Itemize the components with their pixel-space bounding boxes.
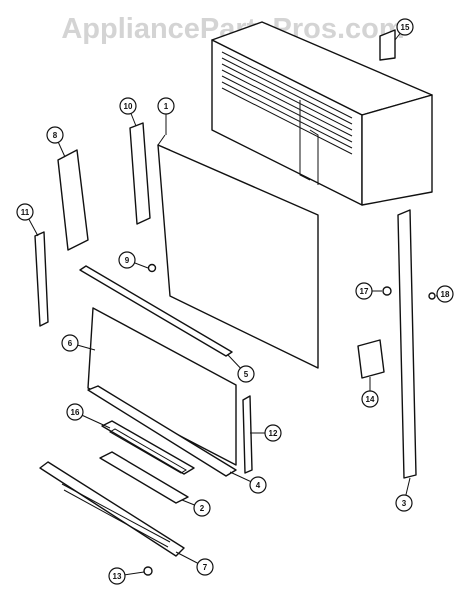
part-9-screw xyxy=(147,263,157,273)
callout-circle-17 xyxy=(355,282,373,300)
part-15-bracket xyxy=(379,29,396,61)
callout-label-14: 14 xyxy=(366,395,375,404)
part-5-top-trim xyxy=(79,265,233,357)
part-11-side-strip xyxy=(34,231,49,327)
callout-circle-8 xyxy=(46,126,64,144)
part-4-bottom-trim xyxy=(87,385,237,477)
callout-circle-15 xyxy=(396,18,414,36)
callout-label-13: 13 xyxy=(113,572,122,581)
callout-circle-9 xyxy=(118,251,136,269)
part-16-frame-opening xyxy=(109,428,187,474)
callout-circle-14 xyxy=(361,390,379,408)
ac-unit xyxy=(211,21,433,206)
callout-label-9: 9 xyxy=(125,256,130,265)
callout-label-8: 8 xyxy=(53,131,58,140)
part-17-nut xyxy=(382,286,392,296)
callout-label-3: 3 xyxy=(402,499,407,508)
callout-circle-10 xyxy=(119,97,137,115)
callout-label-7: 7 xyxy=(203,563,208,572)
part-7-vented-base xyxy=(39,461,185,557)
callout-circle-4 xyxy=(249,476,267,494)
callout-label-2: 2 xyxy=(200,504,205,513)
callout-label-11: 11 xyxy=(21,208,30,217)
callout-circle-18 xyxy=(436,285,454,303)
callout-circle-16 xyxy=(66,403,84,421)
callout-circle-6 xyxy=(61,334,79,352)
part-3-vertical-rail xyxy=(397,209,417,479)
part-18-screw xyxy=(428,292,436,300)
part-8-side-strip xyxy=(57,149,89,251)
callout-label-15: 15 xyxy=(401,23,410,32)
callout-label-12: 12 xyxy=(269,429,278,438)
part-10-side-strip xyxy=(129,122,151,225)
part-6-front-panel xyxy=(87,307,237,466)
callout-circle-11 xyxy=(16,203,34,221)
callout-label-17: 17 xyxy=(360,287,369,296)
callout-label-6: 6 xyxy=(68,339,73,348)
callout-label-18: 18 xyxy=(441,290,450,299)
callout-circle-1 xyxy=(157,97,175,115)
callout-label-5: 5 xyxy=(244,370,249,379)
callout-circle-7 xyxy=(196,558,214,576)
callout-label-16: 16 xyxy=(71,408,80,417)
part-13-screw xyxy=(143,566,153,576)
callout-circle-2 xyxy=(193,499,211,517)
part-14-bracket xyxy=(357,339,385,379)
part-1-panel xyxy=(157,144,319,369)
callout-circle-5 xyxy=(237,365,255,383)
part-2-bottom-bracket xyxy=(99,451,189,504)
callout-label-10: 10 xyxy=(124,102,133,111)
callout-label-1: 1 xyxy=(164,102,169,111)
callout-circle-12 xyxy=(264,424,282,442)
part-12-side-strip xyxy=(242,395,253,474)
callout-label-4: 4 xyxy=(256,481,261,490)
callout-circle-13 xyxy=(108,567,126,585)
callout-circle-3 xyxy=(395,494,413,512)
